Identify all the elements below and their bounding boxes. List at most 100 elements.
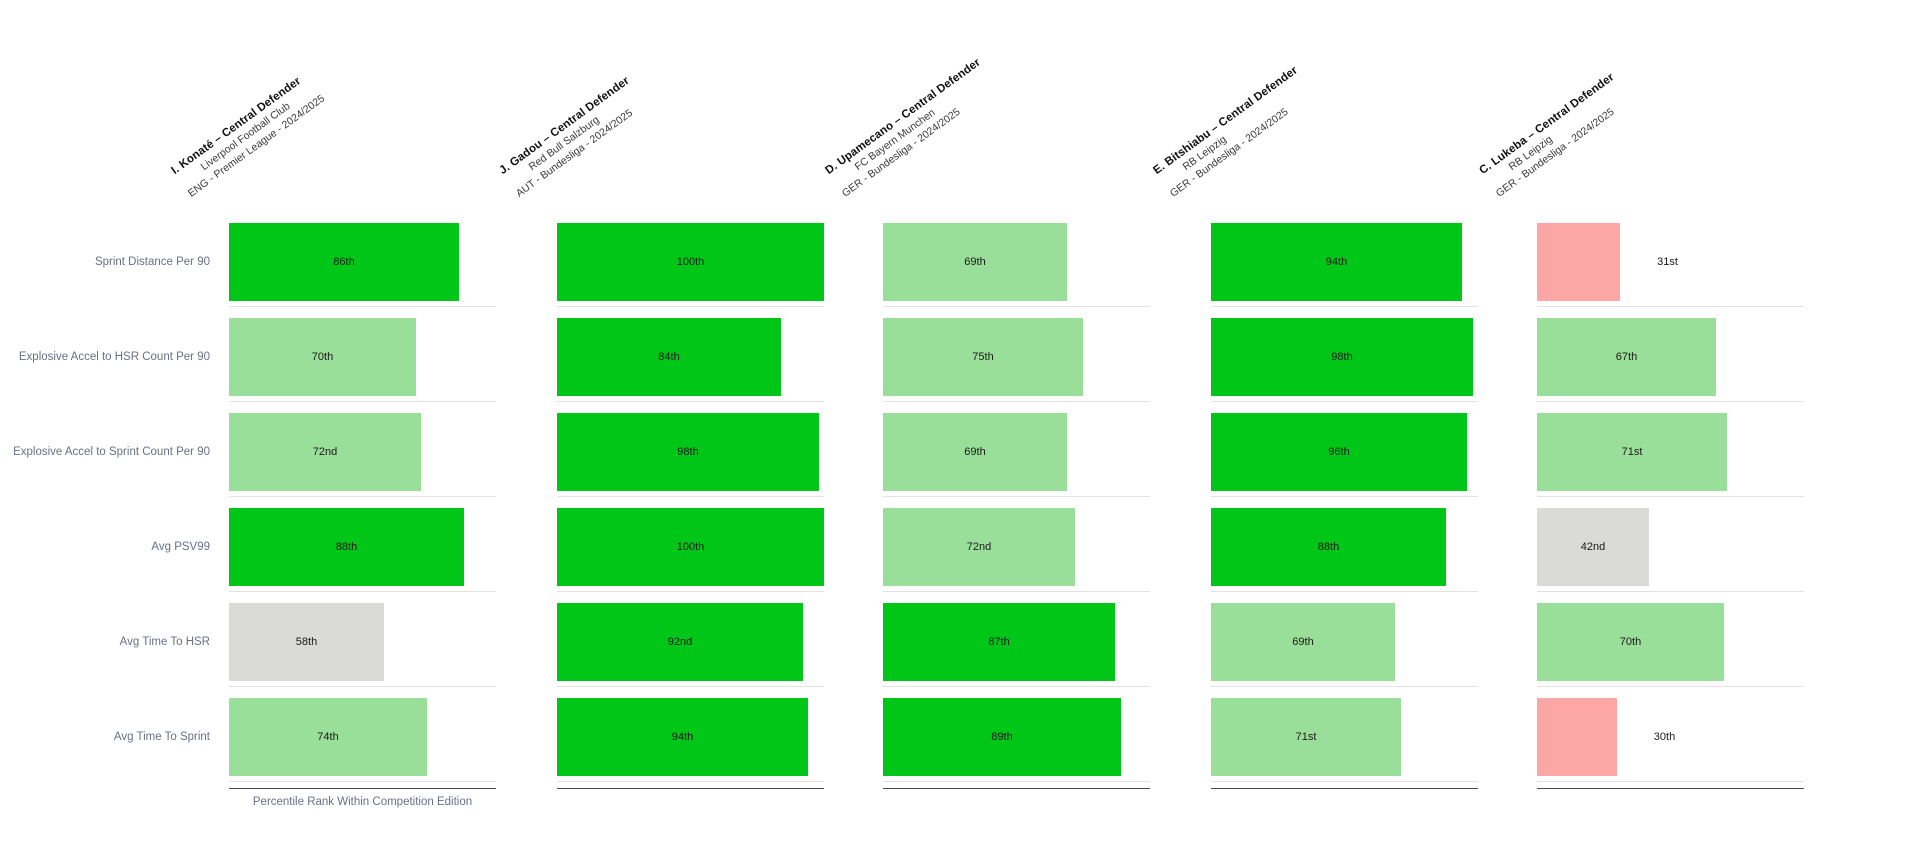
percentile-bar[interactable] (229, 508, 464, 586)
metric-label: Avg Time To HSR (119, 636, 210, 649)
percentile-bar[interactable] (557, 698, 808, 776)
percentile-bar[interactable] (229, 318, 416, 396)
bar-cell[interactable]: 88th (229, 500, 496, 595)
cell-baseline (1537, 401, 1804, 402)
column-team-name: Liverpool Football Club (198, 100, 293, 174)
axis-line (557, 788, 824, 789)
percentile-bar[interactable] (557, 603, 803, 681)
percentile-bar[interactable] (1211, 413, 1467, 491)
bar-cell[interactable]: 75th (883, 310, 1150, 405)
bar-cell[interactable]: 88th (1211, 500, 1478, 595)
cell-baseline (229, 401, 496, 402)
percentile-bar[interactable] (883, 603, 1115, 681)
percentile-bar[interactable] (229, 603, 384, 681)
percentile-bar[interactable] (557, 223, 824, 301)
bar-cell[interactable]: 98th (557, 405, 824, 500)
percentile-bar[interactable] (1537, 223, 1620, 301)
bar-cell[interactable]: 98th (1211, 310, 1478, 405)
percentile-bar[interactable] (883, 413, 1067, 491)
bar-cell[interactable]: 74th (229, 690, 496, 785)
metric-label: Explosive Accel to HSR Count Per 90 (18, 351, 210, 364)
bar-cell[interactable]: 30th (1537, 690, 1804, 785)
cell-baseline (883, 306, 1150, 307)
bar-cell[interactable]: 72nd (229, 405, 496, 500)
axis-line (883, 788, 1150, 789)
percentile-bar[interactable] (1211, 698, 1401, 776)
cell-baseline (557, 781, 824, 782)
bar-cell[interactable]: 31st (1537, 215, 1804, 310)
cell-baseline (557, 686, 824, 687)
percentile-bar[interactable] (229, 223, 459, 301)
cell-baseline (1537, 686, 1804, 687)
bar-cell[interactable]: 94th (1211, 215, 1478, 310)
bar-cell[interactable]: 67th (1537, 310, 1804, 405)
axis-line (229, 788, 496, 789)
percentile-bar[interactable] (557, 508, 824, 586)
bar-cell[interactable]: 89th (883, 690, 1150, 785)
bar-cell[interactable]: 84th (557, 310, 824, 405)
percentile-bar[interactable] (883, 223, 1067, 301)
bar-cell[interactable]: 94th (557, 690, 824, 785)
axis-caption: Percentile Rank Within Competition Editi… (252, 796, 473, 808)
percentile-bar[interactable] (883, 698, 1121, 776)
percentile-bar[interactable] (1537, 508, 1649, 586)
axis-line (1537, 788, 1804, 789)
cell-baseline (229, 686, 496, 687)
percentile-bar[interactable] (1211, 223, 1462, 301)
cell-baseline (1211, 496, 1478, 497)
bar-cell[interactable]: 69th (1211, 595, 1478, 690)
cell-baseline (883, 591, 1150, 592)
cell-baseline (1211, 781, 1478, 782)
metric-row: Avg PSV99 88th 100th 72nd 88th 42nd (0, 500, 1910, 595)
cell-baseline (557, 496, 824, 497)
bar-cell[interactable]: 87th (883, 595, 1150, 690)
column-team-name: FC Bayern Munchen (852, 106, 938, 174)
bar-cell[interactable]: 70th (1537, 595, 1804, 690)
percentile-bar[interactable] (883, 318, 1083, 396)
percentile-bar[interactable] (883, 508, 1075, 586)
cell-baseline (1211, 591, 1478, 592)
bar-cell[interactable]: 69th (883, 405, 1150, 500)
cell-baseline (883, 401, 1150, 402)
bar-cell[interactable]: 96th (1211, 405, 1478, 500)
percentile-bar[interactable] (1537, 603, 1724, 681)
bar-cell[interactable]: 100th (557, 215, 824, 310)
bar-cell[interactable]: 100th (557, 500, 824, 595)
bar-cell[interactable]: 86th (229, 215, 496, 310)
percentile-bar[interactable] (1537, 413, 1727, 491)
percentile-bar[interactable] (1537, 698, 1617, 776)
axis-line (1211, 788, 1478, 789)
percentile-bar[interactable] (1211, 508, 1446, 586)
bar-cell[interactable]: 58th (229, 595, 496, 690)
cell-baseline (229, 591, 496, 592)
bar-cell[interactable]: 69th (883, 215, 1150, 310)
axis-footer: Percentile Rank Within Competition Editi… (0, 788, 1910, 828)
cell-baseline (1211, 401, 1478, 402)
bar-cell[interactable]: 72nd (883, 500, 1150, 595)
bar-cell[interactable]: 70th (229, 310, 496, 405)
percentile-bar[interactable] (1211, 318, 1473, 396)
cell-baseline (229, 496, 496, 497)
percentile-bar[interactable] (1537, 318, 1716, 396)
percentile-bar[interactable] (229, 698, 427, 776)
percentile-bar[interactable] (229, 413, 421, 491)
percentile-bar[interactable] (557, 413, 819, 491)
metric-row: Explosive Accel to HSR Count Per 90 70th 8… (0, 310, 1910, 405)
percentile-bar[interactable] (557, 318, 781, 396)
bar-cell[interactable]: 71st (1211, 690, 1478, 785)
bar-cell[interactable]: 71st (1537, 405, 1804, 500)
bar-cell[interactable]: 92nd (557, 595, 824, 690)
bar-cell[interactable]: 42nd (1537, 500, 1804, 595)
percentile-bar[interactable] (1211, 603, 1395, 681)
metric-label: Avg PSV99 (151, 541, 210, 554)
metric-row: Avg Time To HSR 58th 92nd 87th 69th 70th (0, 595, 1910, 690)
